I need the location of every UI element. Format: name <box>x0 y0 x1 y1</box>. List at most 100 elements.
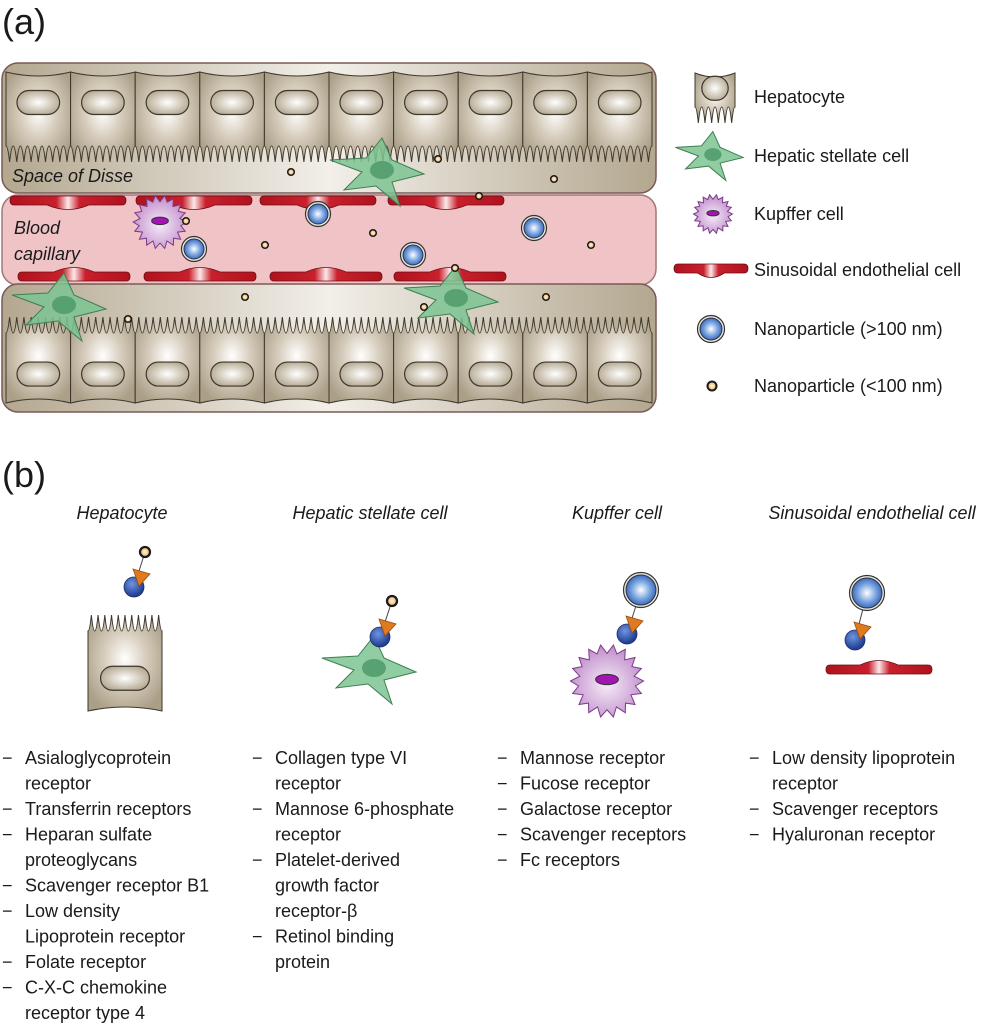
receptor-list-item: −Fucose receptor <box>497 774 650 794</box>
nanoparticle-core <box>625 574 657 606</box>
legend-label: Kupffer cell <box>754 204 844 224</box>
hepatocyte-body <box>5 71 72 163</box>
nanoparticle-core <box>183 238 205 260</box>
nanoparticle-core <box>181 216 191 226</box>
receptor-list-item: −Mannose receptor <box>497 748 665 768</box>
hepatocyte <box>134 71 201 163</box>
receptor-name: Heparan sulfate <box>25 825 152 845</box>
nanoparticle-small <box>419 302 429 312</box>
nanoparticle-small <box>260 240 270 250</box>
nanoparticle-small <box>549 174 559 184</box>
hepatocyte-body <box>5 316 72 404</box>
receptor-name: Asialoglycoprotein <box>25 748 171 768</box>
receptor-list-item: −Transferrin receptors <box>2 799 191 819</box>
receptor-list: −Asialoglycoproteinreceptor−Transferrin … <box>2 748 209 1023</box>
legend-item: Nanoparticle (<100 nm) <box>706 376 943 396</box>
ligand <box>625 615 644 634</box>
endothelial-body <box>673 263 749 278</box>
stellate-nucleus <box>362 659 386 677</box>
nanoparticle-small <box>138 545 152 559</box>
nanoparticle-core <box>123 314 133 324</box>
hepatocyte <box>522 316 588 404</box>
receptor-name: C-X-C chemokine <box>25 978 167 998</box>
cell-illustration <box>321 594 418 706</box>
nanoparticle-small <box>706 380 718 392</box>
bullet-dash: − <box>252 850 263 870</box>
hepatocyte-body <box>393 71 459 163</box>
receptor-name: protein <box>275 952 330 972</box>
stellate-nucleus <box>444 289 468 307</box>
hepatocyte <box>328 71 395 163</box>
cell-type-column: Hepatocyte−Asialoglycoproteinreceptor−Tr… <box>2 503 209 1023</box>
receptor-name: receptor <box>772 774 838 794</box>
sinusoidal-endothelial-cell <box>143 267 257 282</box>
hepatocyte <box>457 71 524 163</box>
hepatocyte-nucleus <box>597 361 642 387</box>
cell-illustration <box>569 571 660 719</box>
hepatocyte <box>70 71 136 163</box>
receptor-name: receptor <box>25 774 91 794</box>
hepatocyte-body <box>70 316 136 404</box>
receptor-list-item: −Scavenger receptors <box>497 825 686 845</box>
sinusoidal-endothelial-cell <box>673 263 749 278</box>
cell-illustration <box>87 545 163 712</box>
hepatocyte-body <box>586 316 653 404</box>
hepatocyte <box>586 316 653 404</box>
hepatocyte <box>87 614 163 712</box>
panel-label-b: (b) <box>2 454 46 495</box>
receptor-name: Fc receptors <box>520 850 620 870</box>
hepatocyte-nucleus <box>533 361 578 387</box>
hepatocyte-body <box>522 316 588 404</box>
nanoparticle-core <box>474 191 484 201</box>
nanoparticle-small <box>181 216 191 226</box>
receptor-list: −Low density lipoproteinreceptor−Scaveng… <box>749 748 955 845</box>
receptor-name: receptor type 4 <box>25 1003 145 1023</box>
hepatocyte-nucleus <box>701 75 729 101</box>
legend-label: Sinusoidal endothelial cell <box>754 260 961 280</box>
receptor-name: receptor <box>275 774 341 794</box>
cell-type-title: Hepatocyte <box>76 503 167 523</box>
cell-type-column: Kupffer cell−Mannose receptor−Fucose rec… <box>497 503 686 870</box>
legend-label: Nanoparticle (>100 nm) <box>754 319 943 339</box>
nanoparticle-large-icon <box>696 314 726 344</box>
hepatocyte-icon <box>694 72 736 124</box>
nanoparticle-core <box>286 167 296 177</box>
hepatocyte-nucleus <box>339 89 384 116</box>
nanoparticle-core <box>307 203 329 225</box>
nanoparticle-large <box>848 574 886 612</box>
legend-item: Hepatocyte <box>694 72 845 124</box>
hepatocyte <box>328 316 395 404</box>
ligand <box>853 621 872 640</box>
nanoparticle-core <box>138 545 152 559</box>
hepatocyte-body <box>263 71 330 163</box>
nanoparticle-core <box>586 240 596 250</box>
hepatocyte <box>393 316 459 404</box>
receptor-name: Platelet-derived <box>275 850 400 870</box>
endothelial-body <box>9 195 127 210</box>
receptor-name: Scavenger receptors <box>772 799 938 819</box>
bullet-dash: − <box>2 978 13 998</box>
sinusoid-illustration: Space of Disse Blood capillary <box>1 62 657 413</box>
hepatocyte-nucleus <box>403 361 448 387</box>
receptor-name: Folate receptor <box>25 952 146 972</box>
hepatocyte-nucleus <box>468 361 513 387</box>
bullet-dash: − <box>2 876 13 896</box>
nanoparticle-core <box>523 217 545 239</box>
legend-item: Sinusoidal endothelial cell <box>673 260 961 280</box>
receptor-name: Retinol binding <box>275 927 394 947</box>
hepatocyte-nucleus <box>80 361 125 387</box>
cell-type-column: Hepatic stellate cell−Collagen type VIre… <box>252 503 454 972</box>
cell-type-column: Sinusoidal endothelial cell−Low density … <box>749 503 977 845</box>
nanoparticle-core <box>419 302 429 312</box>
hepatic-stellate-cell <box>11 272 108 343</box>
nanoparticle-small <box>450 263 460 273</box>
receptor-name: Transferrin receptors <box>25 799 191 819</box>
hepatocyte-body <box>87 614 163 712</box>
bullet-dash: − <box>2 799 13 819</box>
